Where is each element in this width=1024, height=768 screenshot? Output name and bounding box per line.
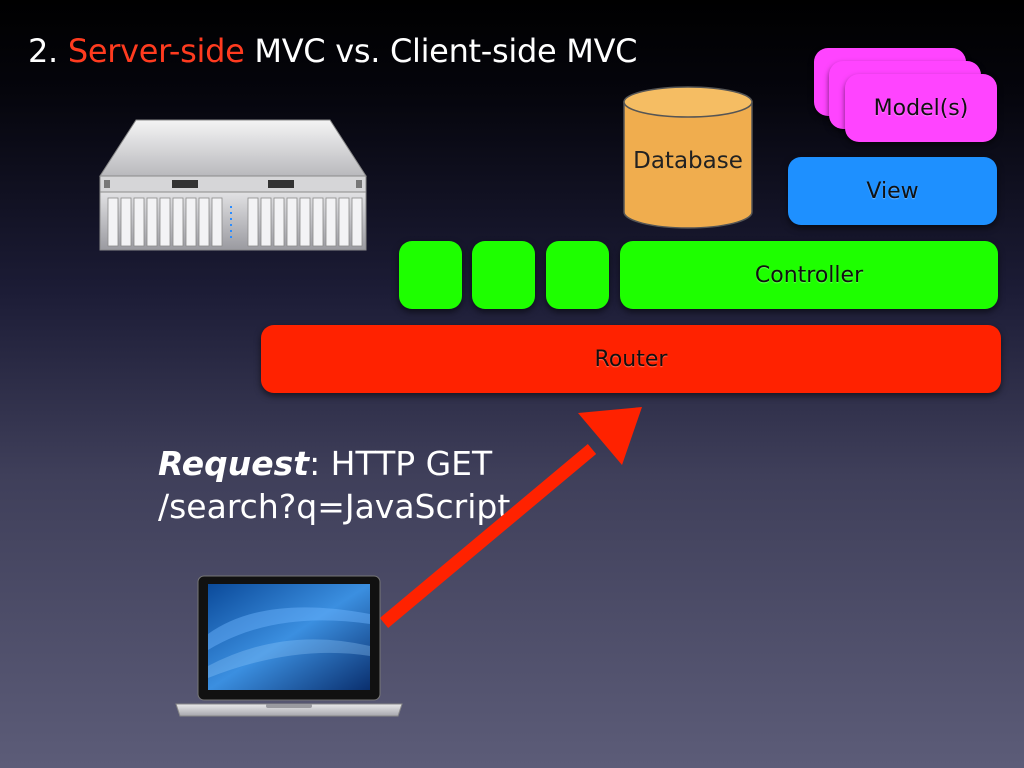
model-block: Model(s): [845, 74, 997, 142]
controller-block-small-2: [472, 241, 535, 309]
arrow-up-right-icon: [379, 407, 642, 628]
laptop-icon: [175, 575, 403, 717]
model-label: Model(s): [873, 95, 969, 121]
request-text: Request: HTTP GET /search?q=JavaScript: [158, 442, 510, 528]
view-block: View: [788, 157, 997, 225]
title-rest: MVC vs. Client-side MVC: [254, 32, 638, 70]
request-method: : HTTP GET: [309, 444, 493, 483]
router-label: Router: [594, 346, 668, 372]
database-cylinder: [623, 86, 753, 229]
slide-title: 2. Server-side MVC vs. Client-side MVC: [28, 32, 638, 70]
controller-block-small-3: [546, 241, 609, 309]
title-highlight: Server-side: [67, 32, 245, 70]
request-keyword: Request: [158, 444, 310, 483]
router-block: Router: [261, 325, 1001, 393]
view-label: View: [866, 178, 919, 204]
request-path: /search?q=JavaScript: [158, 487, 511, 526]
server-rack-icon: [99, 119, 367, 251]
database-label: Database: [633, 148, 743, 174]
controller-block: Controller: [620, 241, 998, 309]
request-line-1: Request: HTTP GET: [158, 442, 510, 485]
controller-block-small-1: [399, 241, 462, 309]
title-prefix: 2.: [28, 32, 58, 70]
controller-label: Controller: [754, 262, 864, 288]
